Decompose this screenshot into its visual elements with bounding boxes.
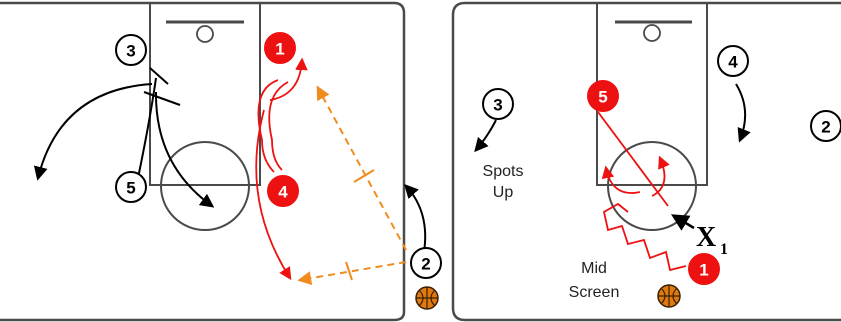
basketball-icon xyxy=(657,284,681,308)
player-1[interactable]: 1 xyxy=(688,253,720,285)
player-5-label: 5 xyxy=(598,88,607,107)
left-pass-tick-1 xyxy=(353,169,375,183)
left-movements xyxy=(33,57,427,286)
left-cut-4 xyxy=(255,109,292,281)
left-free-throw-circle xyxy=(160,141,250,231)
left-cut-3-curl xyxy=(33,83,153,181)
right-notes: Spots Up Mid Screen xyxy=(483,163,620,301)
left-cut-1-a xyxy=(257,79,279,173)
left-cut-5-to-3-screen xyxy=(137,77,157,179)
player-4-label: 4 xyxy=(728,53,738,72)
basketball-icon xyxy=(415,286,439,310)
defender-subscript: 1 xyxy=(720,241,728,258)
right-defender-arrow xyxy=(670,214,695,231)
left-court-border xyxy=(0,1,406,322)
defender-x1[interactable]: X 1 xyxy=(696,222,728,258)
right-cut-5-pop xyxy=(651,155,670,197)
player-2[interactable]: 2 xyxy=(410,247,442,279)
left-cut-2 xyxy=(404,183,427,253)
spots-up-line-1: Spots xyxy=(483,163,524,180)
defender-letter: X xyxy=(696,222,716,253)
left-pass-tick-2 xyxy=(345,261,353,281)
player-1-label: 1 xyxy=(699,261,708,280)
right-cut-5-roll xyxy=(597,111,669,207)
left-pass-2-to-4 xyxy=(297,261,407,286)
player-1[interactable]: 1 xyxy=(264,32,296,64)
player-2-label: 2 xyxy=(821,118,830,137)
left-lane xyxy=(149,2,261,186)
player-3[interactable]: 3 xyxy=(115,34,147,66)
right-cut-4 xyxy=(735,83,751,143)
right-players: 3 4 2 5 1 X 1 xyxy=(482,45,841,308)
player-4[interactable]: 4 xyxy=(267,175,299,207)
mid-screen-line-1: Mid xyxy=(581,260,607,277)
player-5-label: 5 xyxy=(126,179,135,198)
player-4[interactable]: 4 xyxy=(717,45,749,77)
player-2[interactable]: 2 xyxy=(810,110,841,142)
spots-up-line-2: Up xyxy=(493,184,514,201)
left-cut-1-up xyxy=(269,57,308,101)
right-movements xyxy=(474,83,751,272)
right-dribble-1 xyxy=(602,202,687,272)
left-cut-1-b xyxy=(268,81,289,171)
left-players: 3 1 5 4 2 xyxy=(115,32,442,310)
player-2-label: 2 xyxy=(421,255,430,274)
player-5[interactable]: 5 xyxy=(587,80,619,112)
left-roll-5 xyxy=(154,91,215,208)
player-4-label: 4 xyxy=(278,183,288,202)
player-3-label: 3 xyxy=(493,96,502,115)
player-3-label: 3 xyxy=(126,42,135,61)
player-5[interactable]: 5 xyxy=(115,171,147,203)
player-3[interactable]: 3 xyxy=(482,88,514,120)
left-rim xyxy=(196,25,214,43)
left-screen-tail xyxy=(143,91,181,106)
right-rim xyxy=(643,24,661,42)
right-free-throw-circle xyxy=(607,141,697,231)
right-court-border xyxy=(451,1,841,322)
left-pass-2-to-1 xyxy=(316,85,407,251)
right-cut-5-split xyxy=(601,165,641,194)
player-1-label: 1 xyxy=(275,40,284,59)
right-court xyxy=(451,1,841,322)
right-cut-3 xyxy=(474,119,497,153)
mid-screen-line-2: Screen xyxy=(569,284,620,301)
left-screen-bar xyxy=(149,67,169,85)
